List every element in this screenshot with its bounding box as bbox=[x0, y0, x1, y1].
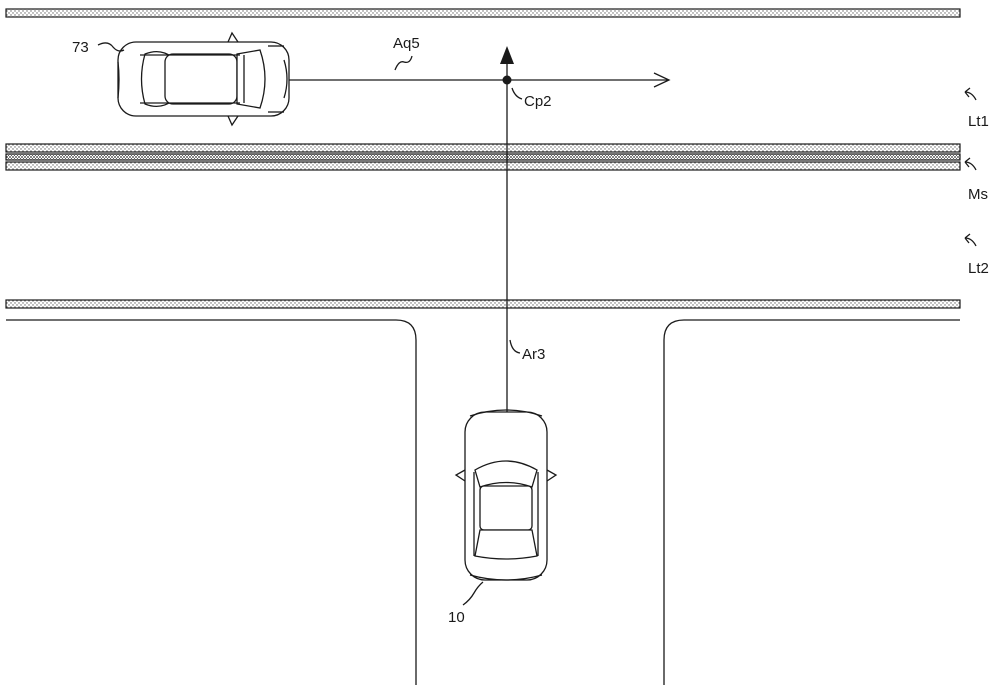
label-median-strip: Ms bbox=[968, 186, 988, 203]
crossing-point-dot bbox=[503, 76, 512, 85]
vehicle-10 bbox=[456, 410, 556, 580]
top-road-edge bbox=[6, 9, 960, 17]
label-vehicle-10: 10 bbox=[448, 609, 465, 626]
trajectory-arrow-aq5 bbox=[289, 73, 669, 87]
median-strip bbox=[6, 144, 960, 170]
label-arrow-aq5: Aq5 bbox=[393, 35, 420, 52]
label-crossing-point: Cp2 bbox=[524, 93, 552, 110]
lower-lane-marking bbox=[6, 300, 960, 308]
vehicle-73 bbox=[118, 33, 289, 125]
trajectory-arrow-ar3 bbox=[500, 46, 514, 412]
label-lane-line-1: Lt1 bbox=[968, 113, 989, 130]
label-lane-line-2: Lt2 bbox=[968, 260, 989, 277]
label-arrow-ar3: Ar3 bbox=[522, 346, 545, 363]
label-vehicle-73: 73 bbox=[72, 39, 89, 56]
